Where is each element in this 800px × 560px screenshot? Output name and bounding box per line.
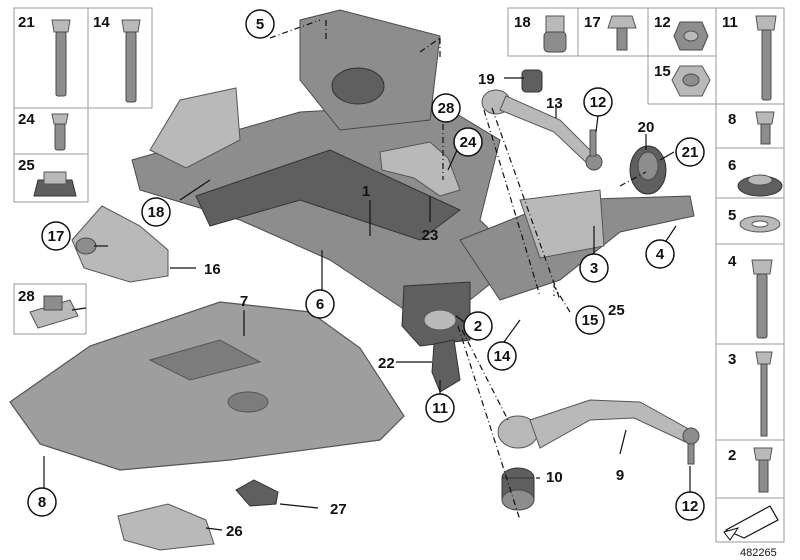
part-box-label-8: 8 bbox=[728, 111, 736, 128]
left-fastener-grid bbox=[13, 7, 153, 335]
callout-11: 11 bbox=[425, 393, 455, 423]
bolt-14-icon bbox=[121, 19, 141, 103]
clip-25-icon bbox=[33, 171, 77, 197]
callout-25: 25 bbox=[608, 302, 625, 319]
mount-20 bbox=[629, 145, 667, 195]
leader-lines bbox=[43, 19, 691, 531]
svg-text:2: 2 bbox=[474, 318, 482, 335]
washer-6-icon bbox=[737, 174, 783, 197]
part-box-label-15: 15 bbox=[654, 63, 671, 80]
bolt-21-icon bbox=[51, 19, 71, 97]
bushing-10 bbox=[501, 467, 535, 511]
part-box-label-18: 18 bbox=[514, 14, 531, 31]
control-arm-9 bbox=[497, 399, 700, 465]
svg-text:28: 28 bbox=[438, 100, 455, 117]
bolt-2-icon bbox=[753, 447, 773, 493]
cover-26 bbox=[117, 503, 215, 551]
arrow-icon bbox=[723, 505, 779, 541]
part-box-label-28: 28 bbox=[18, 288, 35, 305]
svg-text:15: 15 bbox=[582, 312, 599, 329]
document-id: 482265 bbox=[740, 547, 777, 559]
callout-12-top: 12 bbox=[583, 87, 613, 117]
part-box-label-14: 14 bbox=[93, 14, 110, 31]
svg-text:21: 21 bbox=[682, 144, 699, 161]
part-box-label-6: 6 bbox=[728, 157, 736, 174]
bolt-17-icon bbox=[607, 15, 637, 51]
callout-22: 22 bbox=[378, 355, 395, 372]
callout-24: 24 bbox=[453, 127, 483, 157]
callout-10: 10 bbox=[546, 469, 563, 486]
callout-6: 6 bbox=[305, 289, 335, 319]
svg-text:11: 11 bbox=[432, 400, 448, 417]
callout-5: 5 bbox=[245, 9, 275, 39]
svg-text:8: 8 bbox=[38, 494, 46, 511]
bracket-16 bbox=[71, 205, 169, 283]
callout-14: 14 bbox=[487, 341, 517, 371]
callout-17: 17 bbox=[41, 221, 71, 251]
callout-20: 20 bbox=[638, 119, 655, 136]
underbody-shield-7 bbox=[9, 301, 405, 471]
clip-28-icon bbox=[29, 295, 79, 329]
washer-5-icon bbox=[739, 215, 781, 233]
part-box-label-21: 21 bbox=[18, 14, 35, 31]
part-box-label-11: 11 bbox=[722, 14, 738, 31]
callout-9: 9 bbox=[616, 467, 624, 484]
svg-text:4: 4 bbox=[656, 246, 665, 263]
part-box-label-3: 3 bbox=[728, 351, 736, 368]
callout-3: 3 bbox=[579, 253, 609, 283]
part-box-label-4: 4 bbox=[728, 253, 737, 270]
callout-26: 26 bbox=[226, 523, 243, 540]
bracket-22 bbox=[431, 339, 461, 393]
bushing-18-icon bbox=[543, 15, 567, 53]
bolt-3-icon bbox=[755, 351, 773, 437]
svg-text:12: 12 bbox=[590, 94, 607, 111]
callout-1: 1 bbox=[362, 183, 370, 200]
callout-15: 15 bbox=[575, 305, 605, 335]
bolt-4-icon bbox=[751, 259, 773, 339]
callout-7: 7 bbox=[240, 293, 248, 310]
callout-18: 18 bbox=[141, 197, 171, 227]
callout-8: 8 bbox=[27, 487, 57, 517]
nut-12-icon bbox=[673, 21, 709, 51]
bolt-24-icon bbox=[51, 113, 69, 151]
callout-19: 19 bbox=[478, 71, 495, 88]
svg-text:24: 24 bbox=[460, 134, 477, 151]
callout-12-bottom: 12 bbox=[675, 491, 705, 521]
svg-text:14: 14 bbox=[494, 348, 511, 365]
bolt-11-icon bbox=[755, 15, 777, 101]
svg-text:12: 12 bbox=[682, 498, 699, 515]
part-box-label-2: 2 bbox=[728, 447, 736, 464]
callout-16: 16 bbox=[204, 261, 221, 278]
part-box-label-24: 24 bbox=[18, 111, 35, 128]
bolt-8-icon bbox=[755, 111, 775, 145]
svg-text:18: 18 bbox=[148, 204, 165, 221]
svg-text:6: 6 bbox=[316, 296, 324, 313]
heat-shield-24-28 bbox=[379, 141, 461, 197]
part-box-label-5: 5 bbox=[728, 207, 736, 224]
top-right-fastener-grid bbox=[507, 7, 785, 543]
part-box-label-25: 25 bbox=[18, 157, 35, 174]
part-box-label-17: 17 bbox=[584, 14, 601, 31]
callout-2: 2 bbox=[463, 311, 493, 341]
svg-text:17: 17 bbox=[48, 228, 65, 245]
svg-text:3: 3 bbox=[590, 260, 598, 277]
callout-4: 4 bbox=[645, 239, 675, 269]
cover-27 bbox=[235, 479, 279, 507]
part-box-label-12: 12 bbox=[654, 14, 671, 31]
callout-23: 23 bbox=[422, 227, 439, 244]
callout-13: 13 bbox=[546, 95, 563, 112]
control-arm-13 bbox=[481, 69, 603, 171]
callout-28: 28 bbox=[431, 93, 461, 123]
nut-15-icon bbox=[671, 65, 711, 97]
svg-text:5: 5 bbox=[256, 16, 264, 33]
callout-21: 21 bbox=[675, 137, 705, 167]
callout-27: 27 bbox=[330, 501, 347, 518]
